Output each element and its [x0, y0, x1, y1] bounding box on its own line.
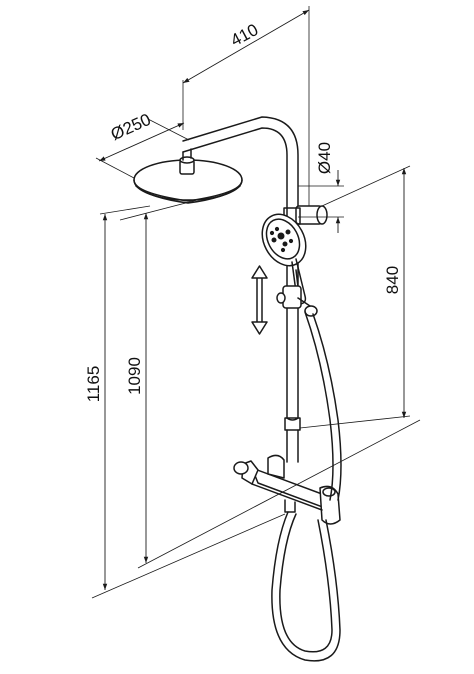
height-adjust-arrow-icon	[251, 265, 268, 335]
hand-shower-slider	[276, 285, 318, 317]
riser-pipe-outer	[182, 127, 288, 419]
shower-assembly	[133, 116, 342, 662]
thermostatic-mixer	[233, 454, 341, 525]
flexible-hose-outer	[304, 311, 334, 501]
riser-pipe-inner	[182, 116, 299, 419]
bar-diameter-label: Ø40	[315, 142, 334, 174]
head-height-label: 1090	[125, 357, 144, 395]
flexible-hose-inner	[312, 313, 342, 501]
dimension-labels: 410 Ø250 Ø40 840 1165 1090	[84, 20, 402, 402]
total-height-label: 1165	[84, 366, 103, 403]
rain-shower-head	[133, 148, 243, 204]
flexible-hose-loop-inner	[279, 513, 333, 653]
dimension-lines	[91, 6, 421, 599]
flexible-hose-loop-outer	[271, 511, 341, 662]
bar-length-label: 840	[383, 266, 402, 294]
arm-reach-label: 410	[227, 20, 261, 50]
hand-shower	[261, 213, 307, 305]
lower-pipe	[286, 429, 299, 463]
lower-pipe-joint	[284, 417, 301, 431]
head-diameter-label: Ø250	[108, 110, 154, 144]
